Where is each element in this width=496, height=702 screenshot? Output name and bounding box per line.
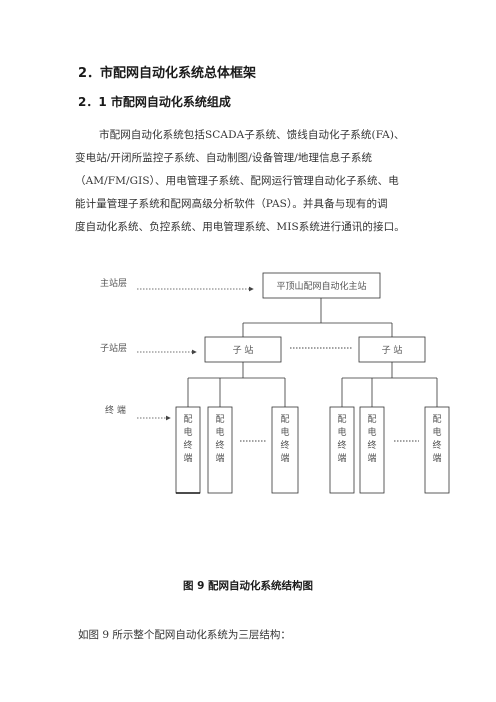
terminal-label-char: 电 [337,426,346,438]
substation-box-1 [204,336,282,363]
terminal-box-2 [207,406,233,494]
terminal-label-char: 端 [280,452,289,464]
architecture-diagram: 主站层 子站层 终 端 平顶山配网自动化主站 子 站 子 站 配电终端配电终端配… [100,272,450,494]
terminal-label-char: 端 [432,452,441,464]
terminal-label-char: 电 [280,426,289,438]
terminal-label-char: 端 [337,452,346,464]
terminal-label-char: 端 [183,452,192,464]
terminal-label-char: 电 [183,426,192,438]
subsection-heading: 2．1 市配网自动化系统组成 [78,95,231,109]
terminal-label-char: 电 [215,426,224,438]
paragraph-line: （AM/FM/GIS）、用电管理子系统、配网运行管理自动化子系统、电 [75,175,399,187]
paragraph-line: 度自动化系统、负控系统、用电管理系统、MIS系统进行通讯的接口。 [75,221,405,233]
terminal-box-1 [175,406,201,494]
terminal-label-char: 配 [183,414,192,425]
section-heading: 2．市配网自动化系统总体框架 [78,66,257,81]
substation-label-1: 子 站 [233,344,254,356]
terminal-label-char: 配 [367,414,376,425]
terminal-box-4 [329,406,355,494]
substation-box-2 [358,336,426,363]
paragraph-line: 市配网自动化系统包括SCADA子系统、馈线自动化子系统(FA)、 [99,129,405,141]
terminal-label-char: 配 [280,414,289,425]
body-paragraph: 市配网自动化系统包括SCADA子系统、馈线自动化子系统(FA)、 变电站/开闭所… [75,124,425,239]
paragraph-line: 变电站/开闭所监控子系统、自动制图/设备管理/地理信息子系统 [75,152,373,164]
layer-label-terminal: 终 端 [105,404,126,416]
terminal-label-char: 配 [432,414,441,425]
master-station-box [262,272,381,299]
terminal-label-char: 终 [215,439,224,451]
terminal-label-char: 电 [432,426,441,438]
terminal-label-char: 配 [337,414,346,425]
terminal-label-char: 终 [183,439,192,451]
substation-label-2: 子 站 [382,344,403,356]
layer-label-master: 主站层 [100,277,127,289]
terminal-label-char: 终 [432,439,441,451]
terminal-box-5 [359,406,385,494]
master-station-label: 平顶山配网自动化主站 [276,280,366,292]
terminal-label-char: 终 [367,439,376,451]
terminal-label-char: 电 [367,426,376,438]
terminal-label-char: 端 [367,452,376,464]
figure-caption: 图 9 配网自动化系统结构图 [182,580,314,592]
terminal-label-char: 终 [280,439,289,451]
paragraph-line: 能计量管理子系统和配网高级分析软件（PAS）。并具备与现有的调 [75,198,388,210]
terminal-box-6 [424,406,450,494]
layer-label-sub: 子站层 [100,342,127,354]
terminal-label-char: 终 [337,439,346,451]
bottom-text: 如图 9 所示整个配网自动化系统为三层结构： [78,629,291,641]
terminal-label-char: 配 [215,414,224,425]
terminal-box-3 [271,406,299,494]
terminal-label-char: 端 [215,452,224,464]
